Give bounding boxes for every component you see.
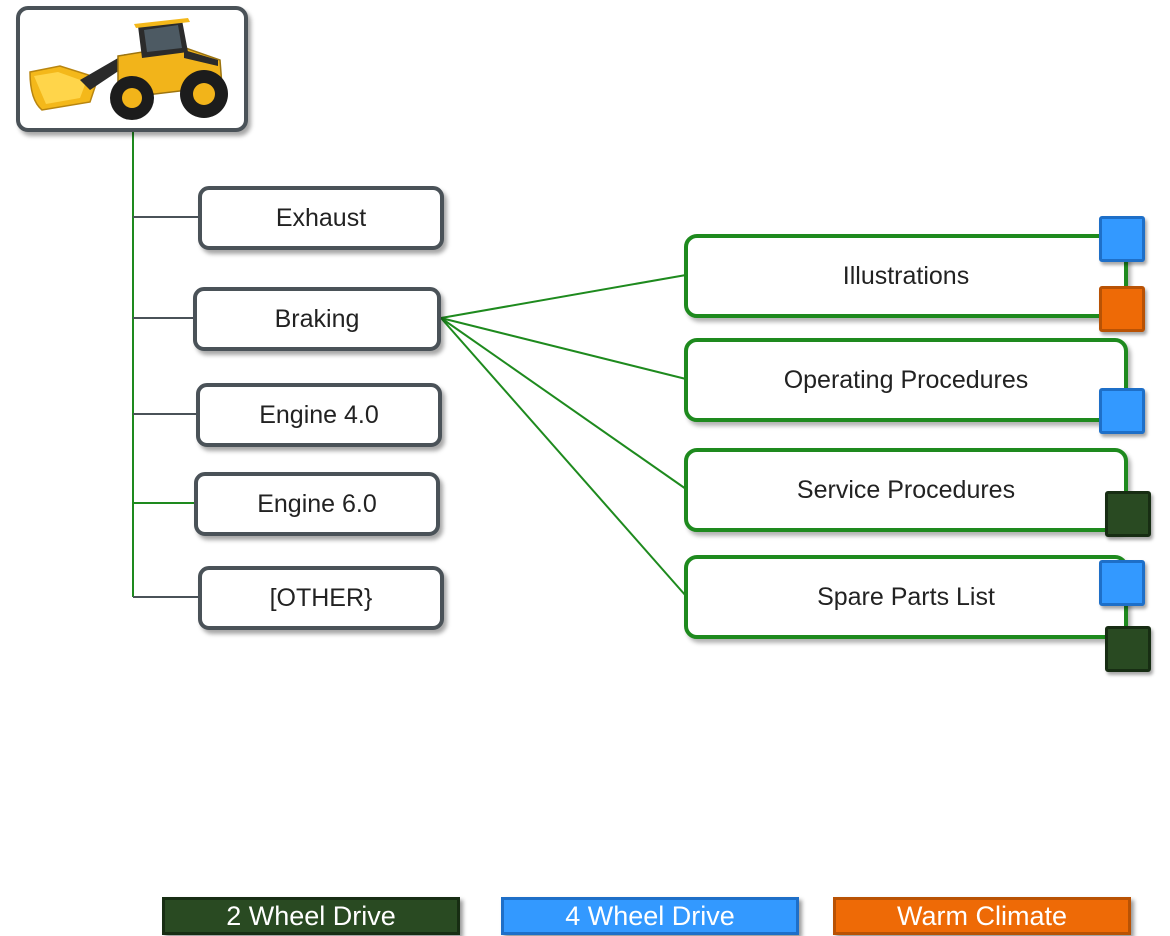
child-operating-procedures[interactable]: Operating Procedures — [684, 338, 1128, 422]
branch-exhaust[interactable]: Exhaust — [198, 186, 444, 250]
child-illustrations-label: Illustrations — [842, 261, 970, 290]
child-spare-parts-list[interactable]: Spare Parts List — [684, 555, 1128, 639]
legend-4-wheel-drive: 4 Wheel Drive — [501, 897, 799, 935]
tag-spare-parts-4wd — [1099, 560, 1145, 606]
child-illustrations[interactable]: Illustrations — [684, 234, 1128, 318]
link-service — [440, 317, 687, 490]
legend-2-wheel-drive: 2 Wheel Drive — [162, 897, 460, 935]
legend-2-wheel-drive-label: 2 Wheel Drive — [226, 900, 396, 931]
branch-braking-label: Braking — [274, 304, 360, 333]
tag-illustrations-4wd — [1099, 216, 1145, 262]
tag-service-2wd — [1105, 491, 1151, 537]
branch-engine-6-0-label: Engine 6.0 — [257, 489, 377, 518]
wheel-loader-icon — [29, 18, 228, 120]
child-spare-parts-list-label: Spare Parts List — [817, 582, 995, 611]
link-operating — [440, 317, 687, 380]
legend-warm-climate-label: Warm Climate — [896, 900, 1067, 931]
machine-image[interactable] — [16, 6, 248, 132]
tag-operating-4wd — [1099, 388, 1145, 434]
child-service-procedures-label: Service Procedures — [796, 475, 1016, 504]
legend-4-wheel-drive-label: 4 Wheel Drive — [565, 900, 735, 931]
branch-engine-6-0[interactable]: Engine 6.0 — [194, 472, 440, 536]
branch-other[interactable]: [OTHER} — [198, 566, 444, 630]
branch-braking[interactable]: Braking — [193, 287, 441, 351]
child-service-procedures[interactable]: Service Procedures — [684, 448, 1128, 532]
tag-spare-parts-2wd — [1105, 626, 1151, 672]
branch-engine-4-0[interactable]: Engine 4.0 — [196, 383, 442, 447]
branch-other-label: [OTHER} — [269, 583, 373, 612]
link-illustrations — [440, 274, 687, 319]
tag-illustrations-warm — [1099, 286, 1145, 332]
child-operating-procedures-label: Operating Procedures — [783, 365, 1029, 394]
branch-exhaust-label: Exhaust — [275, 203, 367, 232]
branch-engine-4-0-label: Engine 4.0 — [259, 400, 379, 429]
legend-warm-climate: Warm Climate — [833, 897, 1131, 935]
link-spare-parts — [440, 317, 687, 597]
